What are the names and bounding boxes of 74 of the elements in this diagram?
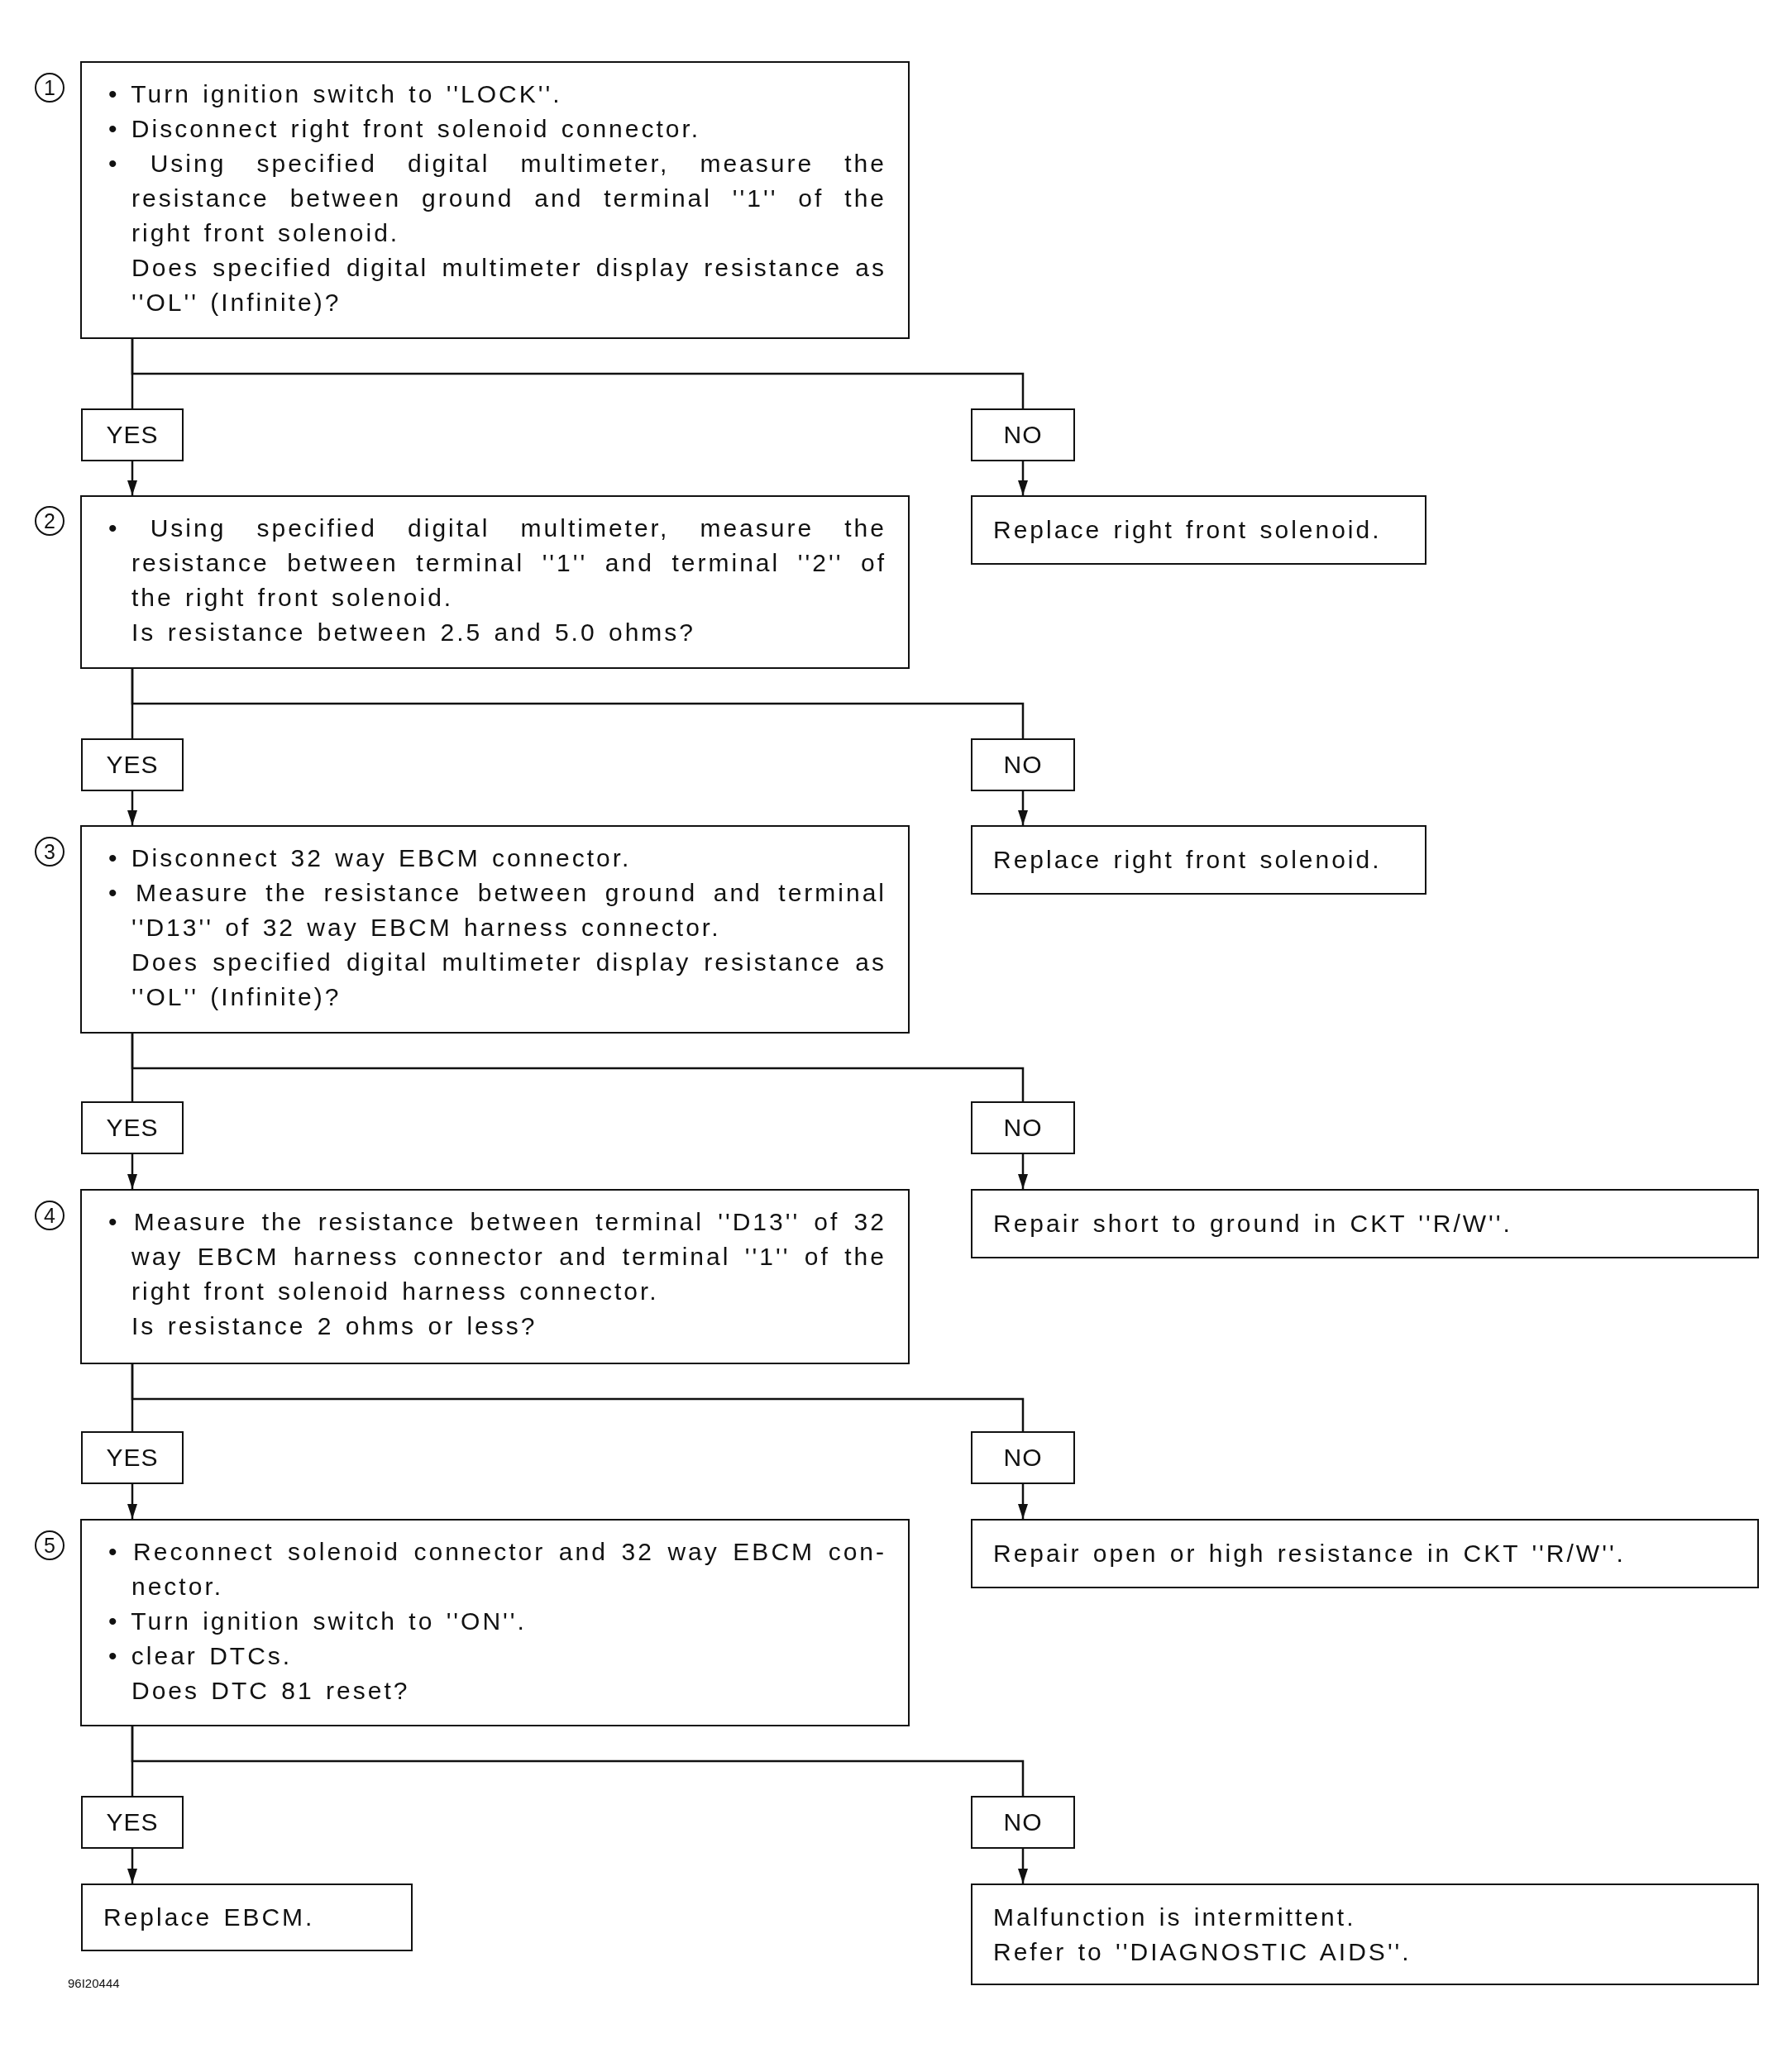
step-box bbox=[80, 495, 910, 669]
branch-tag bbox=[81, 738, 184, 791]
branch-tag bbox=[81, 1431, 184, 1484]
branch-tag-text: NO bbox=[1003, 1443, 1043, 1473]
branch-tag-text: NO bbox=[1003, 1807, 1043, 1837]
instruction-text: • Measure the resistance between terminal ''D13'' of 32 way EBCM harness connector and terminal ''1'' of the right front solenoid harness connector. bbox=[108, 1207, 886, 1306]
branch-tag bbox=[971, 408, 1075, 461]
step-number: 2 bbox=[35, 506, 65, 536]
action-box bbox=[971, 1189, 1759, 1258]
question-text: Does specified digital multimeter display resistance as ''OL'' (Infinite)? bbox=[131, 948, 886, 1012]
arrow bbox=[127, 1849, 137, 1884]
branch-tag-text: YES bbox=[106, 420, 159, 450]
figure-code: 96I20444 bbox=[68, 1976, 120, 1990]
action-box bbox=[971, 1519, 1759, 1588]
action-text: Repair open or high resistance in CKT ''R/W''. bbox=[993, 1539, 1626, 1568]
instruction-text: • Disconnect right front solenoid connector. bbox=[108, 114, 702, 144]
connector-line bbox=[131, 1726, 1025, 1796]
branch-tag-text: NO bbox=[1003, 1113, 1043, 1143]
action-box bbox=[971, 825, 1426, 895]
action-text: Malfunction is intermittent. bbox=[993, 1902, 1356, 1932]
action-text: Replace right front solenoid. bbox=[993, 845, 1382, 875]
step-number: 1 bbox=[35, 73, 65, 103]
branch-tag bbox=[971, 1796, 1075, 1849]
branch-tag bbox=[971, 738, 1075, 791]
arrow bbox=[1018, 1484, 1028, 1519]
instruction-text: • Reconnect solenoid connector and 32 way EBCM con-nector. bbox=[108, 1537, 886, 1602]
connector-line bbox=[131, 1364, 1025, 1431]
branch-tag bbox=[81, 1796, 184, 1849]
branch-tag-text: YES bbox=[106, 1443, 159, 1473]
action-box bbox=[971, 495, 1426, 565]
instruction-text: • Turn ignition switch to ''LOCK''. bbox=[108, 79, 563, 109]
instruction-text: • Using specified digital multimeter, measure the resistance between ground and terminal ''1'' of the right front solenoid. bbox=[108, 149, 886, 248]
step-box bbox=[80, 1519, 910, 1726]
question-text: Is resistance 2 ohms or less? bbox=[131, 1311, 538, 1341]
action-box bbox=[971, 1884, 1759, 1985]
action-text: Refer to ''DIAGNOSTIC AIDS''. bbox=[993, 1936, 1412, 1967]
branch-tag bbox=[81, 1101, 184, 1154]
branch-tag-text: NO bbox=[1003, 420, 1043, 450]
arrow bbox=[127, 1484, 137, 1519]
step-number: 3 bbox=[35, 837, 65, 867]
arrow bbox=[127, 1154, 137, 1189]
question-text: Is resistance between 2.5 and 5.0 ohms? bbox=[131, 618, 696, 647]
question-text: Does DTC 81 reset? bbox=[131, 1676, 411, 1706]
branch-tag bbox=[971, 1101, 1075, 1154]
action-text: Replace right front solenoid. bbox=[993, 515, 1382, 545]
step-box bbox=[80, 1189, 910, 1364]
branch-tag-text: NO bbox=[1003, 750, 1043, 780]
branch-tag-text: YES bbox=[106, 750, 159, 780]
instruction-text: • Measure the resistance between ground and terminal ''D13'' of 32 way EBCM harness connector. bbox=[108, 878, 886, 943]
step-number: 4 bbox=[35, 1201, 65, 1230]
question-text: Does specified digital multimeter display resistance as ''OL'' (Infinite)? bbox=[131, 253, 886, 317]
step-number: 5 bbox=[35, 1530, 65, 1560]
instruction-text: • Turn ignition switch to ''ON''. bbox=[108, 1607, 528, 1636]
arrow bbox=[1018, 791, 1028, 825]
branch-tag-text: YES bbox=[106, 1113, 159, 1143]
arrow bbox=[127, 461, 137, 495]
step-box bbox=[80, 61, 910, 339]
connector-line bbox=[131, 669, 1025, 738]
arrow bbox=[1018, 1849, 1028, 1884]
arrow bbox=[1018, 461, 1028, 495]
instruction-text: • Disconnect 32 way EBCM connector. bbox=[108, 843, 633, 873]
action-text: Replace EBCM. bbox=[103, 1903, 315, 1932]
branch-tag bbox=[81, 408, 184, 461]
arrow bbox=[127, 791, 137, 825]
instruction-text: • Using specified digital multimeter, measure the resistance between terminal ''1'' and terminal ''2'' of the right front solenoid. bbox=[108, 513, 886, 613]
instruction-text: • clear DTCs. bbox=[108, 1641, 294, 1671]
step-box bbox=[80, 825, 910, 1034]
arrow bbox=[1018, 1154, 1028, 1189]
connector-line bbox=[131, 1034, 1025, 1101]
branch-tag bbox=[971, 1431, 1075, 1484]
connector-line bbox=[131, 339, 1025, 408]
action-box bbox=[81, 1884, 413, 1951]
branch-tag-text: YES bbox=[106, 1807, 159, 1837]
action-text: Repair short to ground in CKT ''R/W''. bbox=[993, 1209, 1512, 1239]
